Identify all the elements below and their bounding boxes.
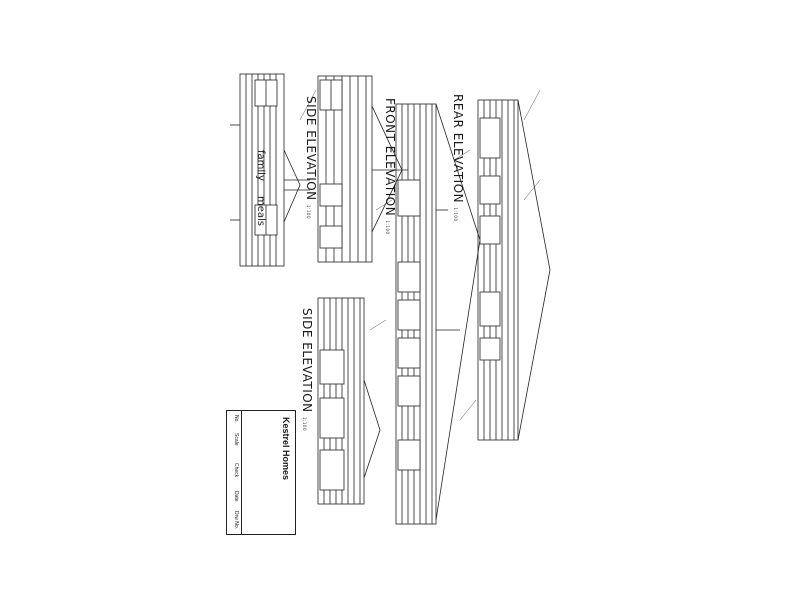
- side-elevation-bottom: [317, 297, 381, 505]
- rear-elevation-label: REAR ELEVATION: [451, 94, 465, 204]
- front-elevation: [395, 103, 481, 525]
- side-elevation-bottom-label: SIDE ELEVATION: [300, 308, 314, 413]
- side-elevation-top-scale: 1:100: [306, 204, 311, 220]
- title-block-header-check: Check: [233, 463, 239, 478]
- title-block-header-scale: Scale: [233, 433, 239, 446]
- partial-elevation-left: [230, 73, 310, 267]
- title-block-header-strip: [227, 411, 242, 534]
- title-block: Kestrel Homes No. Scale Check Date Drw N…: [226, 410, 296, 535]
- side-elevation-top-label: SIDE ELEVATION: [304, 96, 318, 201]
- room-label-meals: meals: [255, 196, 266, 227]
- title-block-header-drw-no: Drw No.: [233, 511, 239, 530]
- side-elevation-bottom-scale: 1:100: [302, 416, 307, 432]
- side-elevation-top: [317, 75, 408, 263]
- front-elevation-scale: 1:100: [385, 220, 390, 235]
- front-elevation-label: FRONT ELEVATION: [383, 98, 397, 217]
- room-label-family: family: [255, 150, 266, 181]
- company-name: Kestrel Homes: [281, 417, 291, 481]
- title-block-header-date: Date: [233, 491, 239, 502]
- rear-elevation-title: REAR ELEVATION 1:100: [451, 94, 465, 222]
- side-elevation-bottom-title: SIDE ELEVATION 1:100: [300, 308, 314, 431]
- title-block-header-no: No.: [233, 415, 239, 423]
- rear-elevation-scale: 1:100: [453, 207, 458, 222]
- side-elevation-top-title: SIDE ELEVATION 1:100: [304, 96, 318, 219]
- front-elevation-title: FRONT ELEVATION 1:100: [383, 98, 397, 235]
- rear-elevation: [477, 99, 551, 441]
